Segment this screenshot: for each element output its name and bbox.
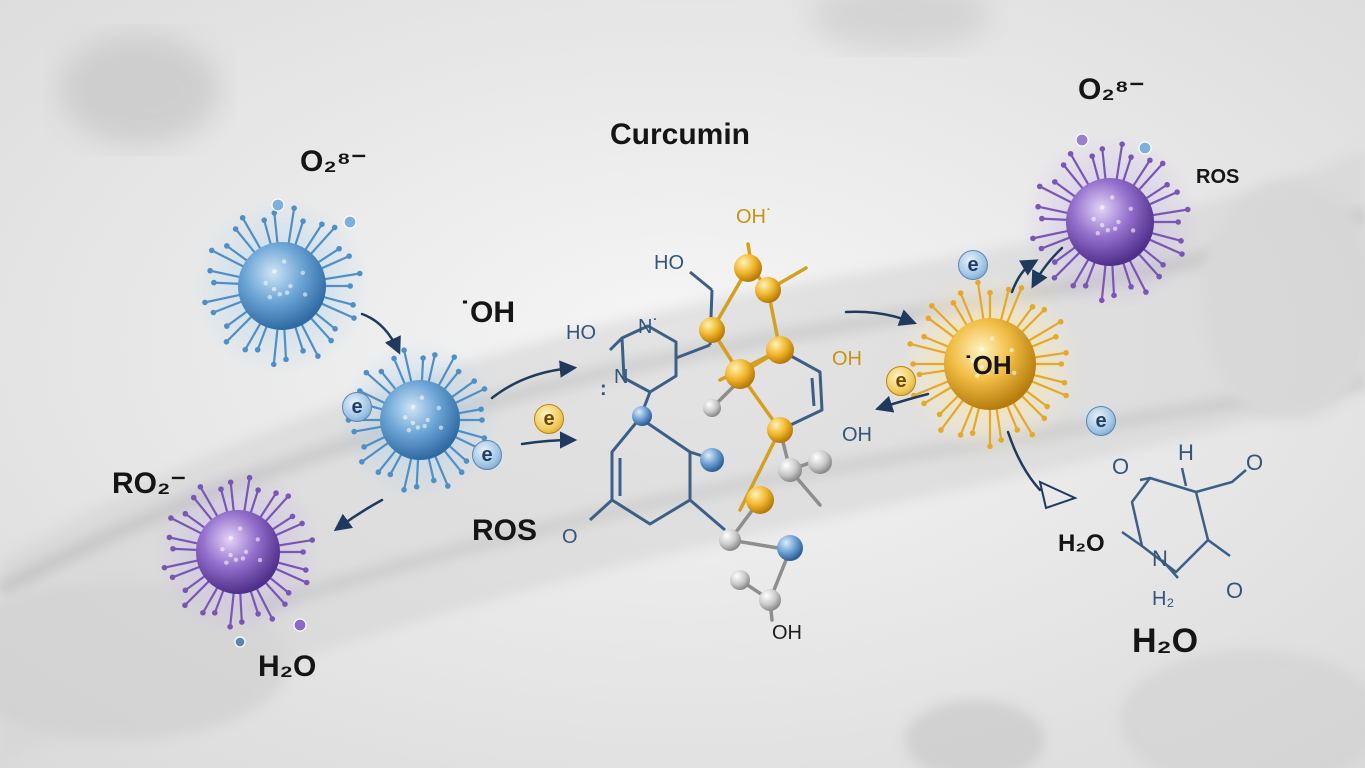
atom-ho-left: HO xyxy=(566,322,596,344)
pyridine-o-bottom-right: O xyxy=(1226,578,1244,603)
electron-badge-1: e xyxy=(342,392,372,422)
atom-sphere-2 xyxy=(755,277,781,303)
arrow-curcumin-to-gold xyxy=(844,309,917,326)
pyridine-o-left: O xyxy=(1112,454,1130,479)
right-ring xyxy=(779,348,824,432)
atom-n-top: N˙ xyxy=(638,316,660,338)
atom-lone-pair: : xyxy=(600,378,607,400)
pyridine-h-top: H xyxy=(1178,440,1194,465)
gold-particle-right xyxy=(898,272,1082,456)
water-label-right-small: H₂O xyxy=(1058,530,1105,557)
atom-oh-bottom: OH xyxy=(772,622,802,644)
hydroxyl-label-left: ˙OH xyxy=(460,296,515,329)
superoxide-label-right: O₂⁸⁻ xyxy=(1078,73,1145,106)
arrow-blue-to-purple xyxy=(333,498,384,532)
pyridine-o-top-right: O xyxy=(1246,450,1264,475)
arrows xyxy=(333,246,1064,532)
pyridine-h2: H₂ xyxy=(1152,588,1175,610)
atom-sphere-8 xyxy=(632,406,652,426)
arrow-blue-to-blue xyxy=(360,312,401,355)
atom-sphere-1 xyxy=(734,254,762,282)
water-label-right-big: H₂O xyxy=(1132,622,1199,660)
blue-particle-top xyxy=(194,198,370,374)
arrow-purple-to-gold xyxy=(1031,246,1064,289)
bubble-6 xyxy=(293,618,307,632)
pyridine-n: N xyxy=(1152,546,1168,571)
curcumin-atoms xyxy=(632,254,832,611)
ros-label-right: ROS xyxy=(1196,166,1240,188)
atom-n-bottom: N xyxy=(614,366,629,388)
atom-oh-right-upper: OH xyxy=(832,348,862,370)
atom-sphere-11 xyxy=(703,399,721,417)
atom-sphere-4 xyxy=(766,336,794,364)
arrow-gold-to-electron xyxy=(1010,259,1039,294)
atom-sphere-7 xyxy=(746,486,774,514)
bubble-4 xyxy=(1138,141,1152,155)
arrow-gold-to-water-shaft xyxy=(1006,430,1042,492)
atom-sphere-12 xyxy=(778,458,802,482)
arrow-electron-to-curcumin xyxy=(520,431,578,449)
purple-particle-left xyxy=(154,468,322,636)
peroxyl-label: RO₂⁻ xyxy=(112,467,187,500)
atom-sphere-14 xyxy=(719,529,741,551)
atom-sphere-16 xyxy=(730,570,750,590)
atom-sphere-10 xyxy=(777,535,803,561)
atom-ho-upper: HO xyxy=(654,252,684,274)
arrow-blue-to-curcumin xyxy=(490,360,578,400)
atom-sphere-6 xyxy=(767,417,793,443)
atom-o-bottom-left: O xyxy=(562,526,578,548)
atom-sphere-3 xyxy=(699,317,725,343)
atom-sphere-9 xyxy=(700,448,724,472)
ros-label-center: ROS xyxy=(472,514,538,547)
arrow-gold-to-water-head xyxy=(1038,480,1078,510)
bubble-1 xyxy=(271,198,285,212)
curcumin-title: Curcumin xyxy=(610,118,751,151)
bubble-2 xyxy=(343,215,357,229)
arrow-gold-to-curcumin xyxy=(874,392,930,413)
atom-sphere-5 xyxy=(725,359,755,389)
electron-badge-4: e xyxy=(1086,406,1116,436)
water-label-left: H₂O xyxy=(258,650,317,683)
blue-particle-center xyxy=(340,340,500,500)
particles xyxy=(154,133,1198,648)
electron-badge-2: e xyxy=(472,440,502,470)
pyridine-molecule xyxy=(1121,467,1247,579)
electron-badge-gold-right: e xyxy=(886,366,916,396)
atom-oh-right-lower: OH xyxy=(842,424,872,446)
bubble-5 xyxy=(234,636,246,648)
bubble-3 xyxy=(1075,133,1089,147)
purple-particle-right xyxy=(1022,134,1198,310)
atom-sphere-13 xyxy=(808,450,832,474)
pyrimidine-ring xyxy=(620,324,678,394)
hydroxyl-label-right: ˙OH xyxy=(964,350,1012,380)
electron-badge-3: e xyxy=(958,250,988,280)
superoxide-label-left: O₂⁸⁻ xyxy=(300,145,367,178)
electron-badge-gold-left: e xyxy=(534,404,564,434)
atom-oh-top: OH˙ xyxy=(736,206,773,228)
atom-sphere-15 xyxy=(759,589,781,611)
